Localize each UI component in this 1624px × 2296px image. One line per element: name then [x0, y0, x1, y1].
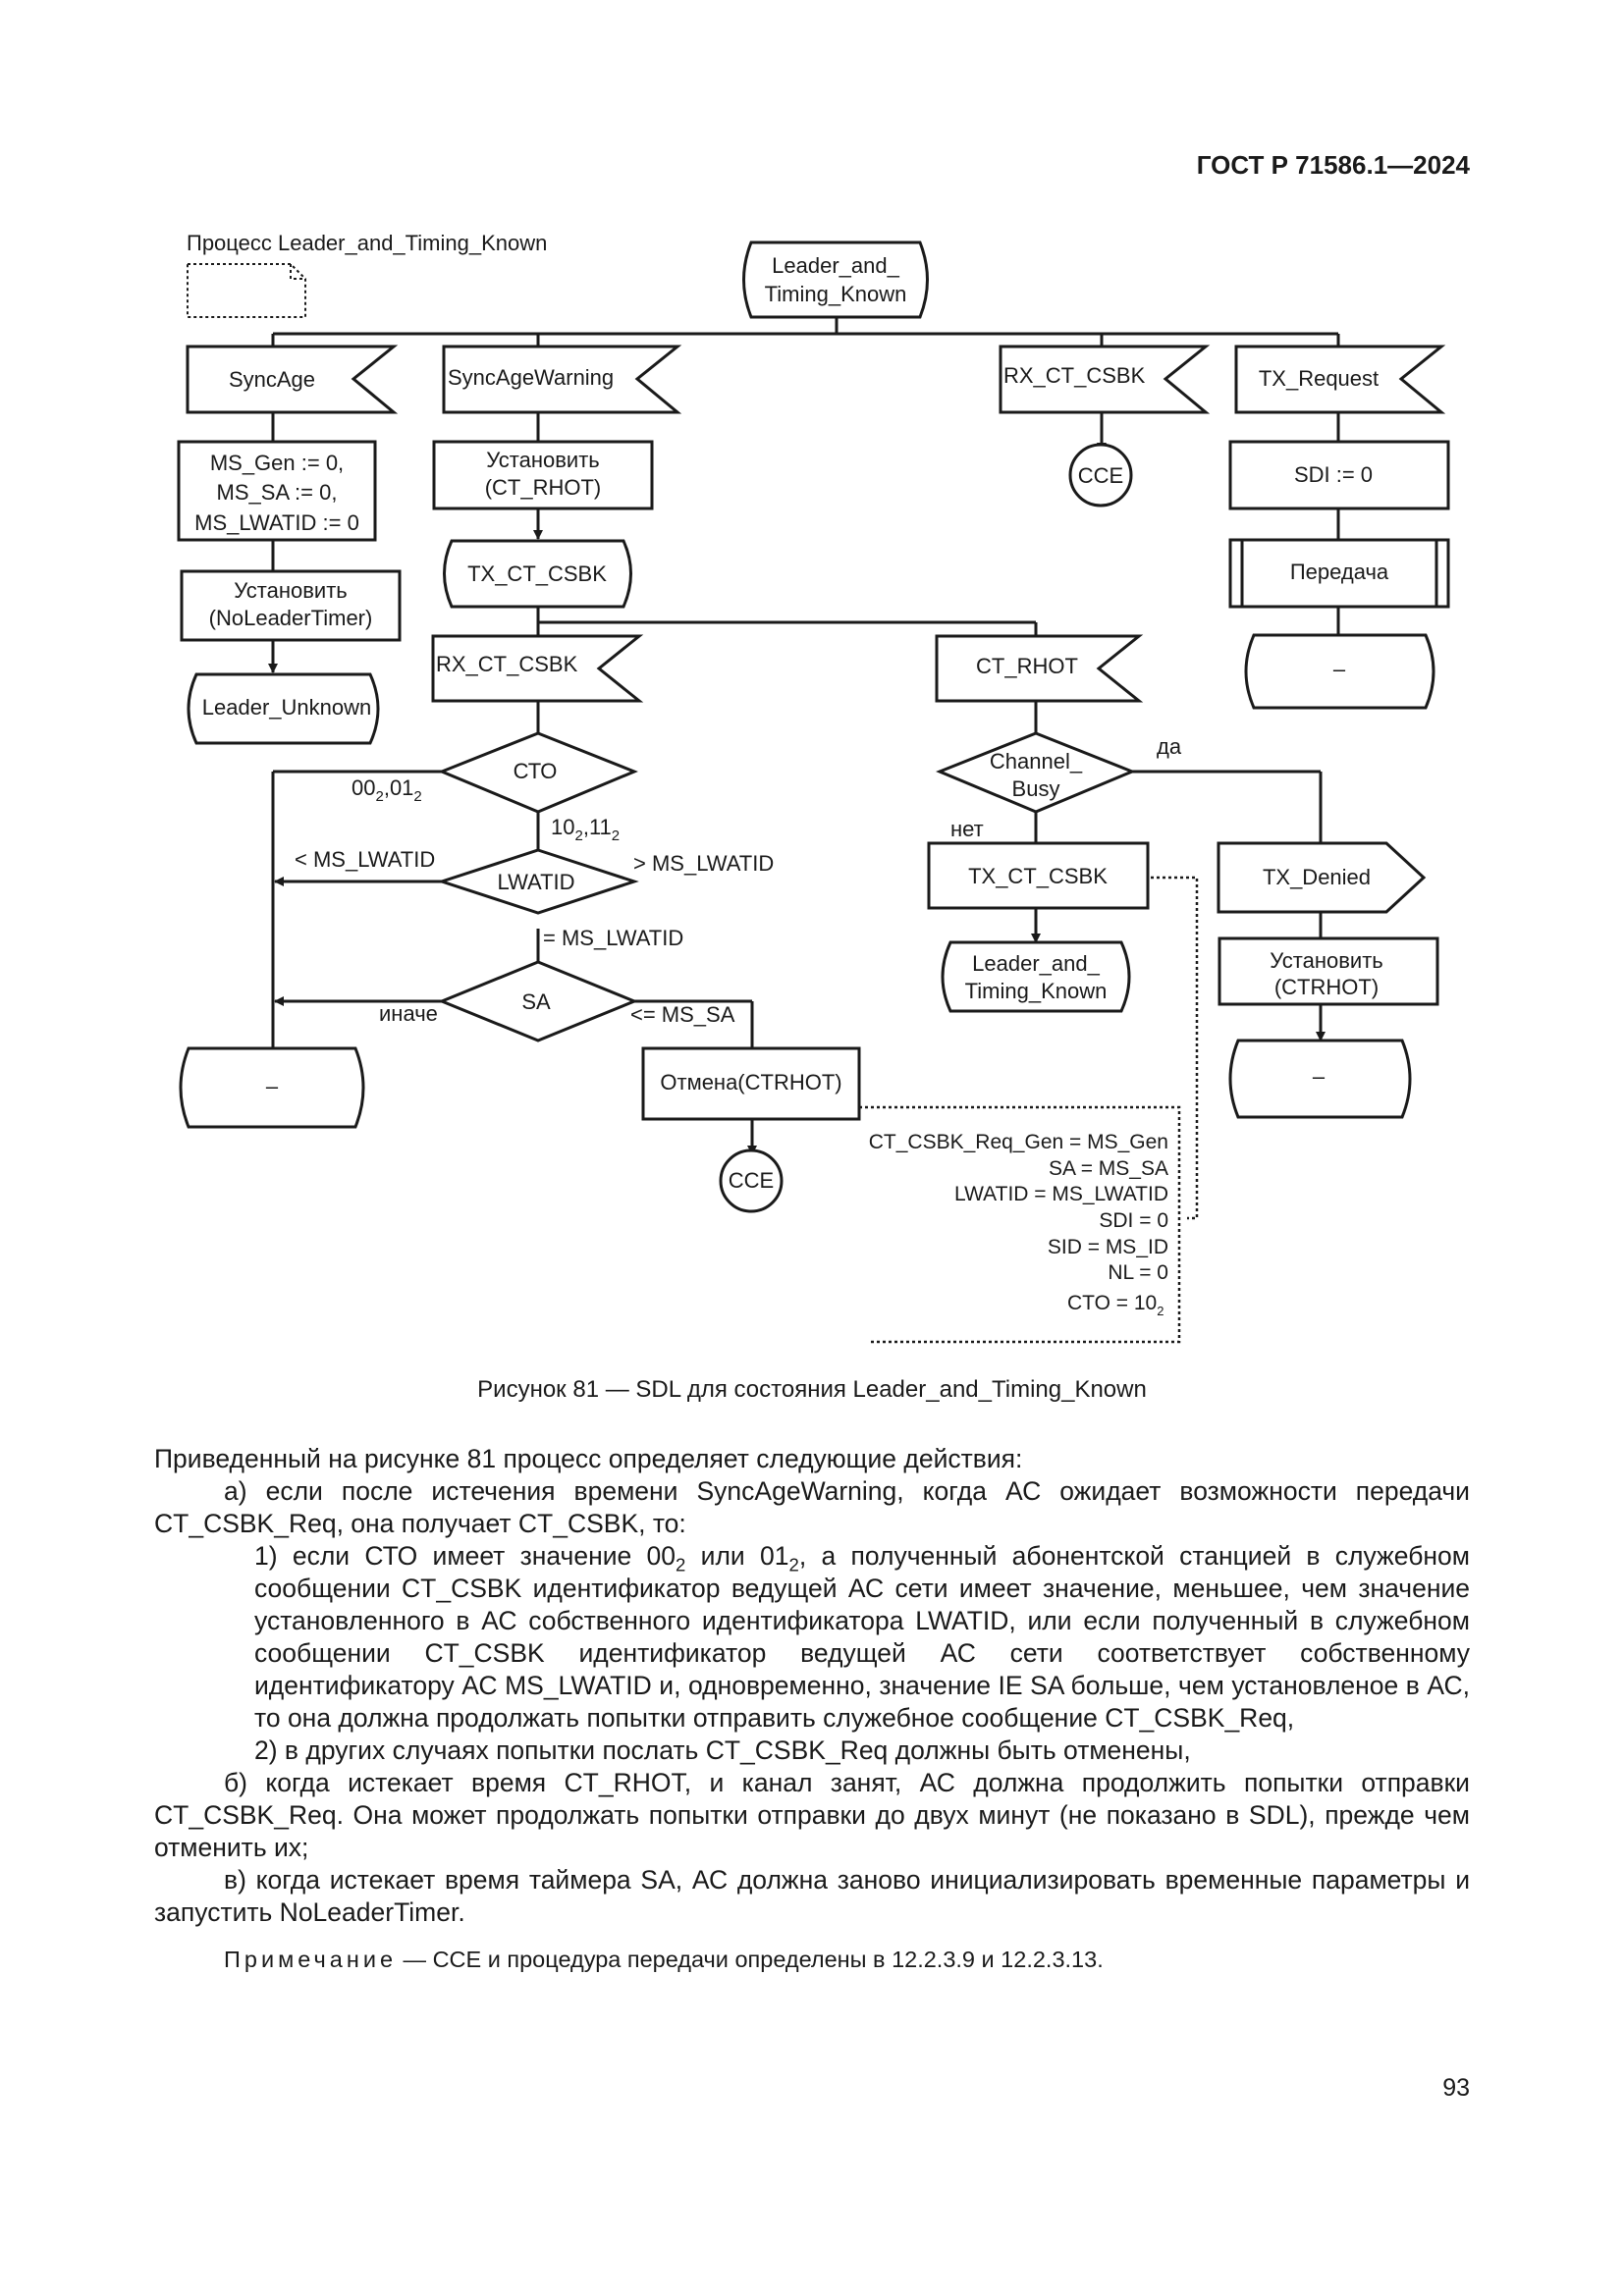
state-tx-ct-csbk: TX_CT_CSBK	[443, 539, 632, 609]
ltk-line2: Timing_Known	[965, 979, 1108, 1003]
decision-channel-busy: Channel_ Busy	[936, 731, 1136, 814]
ms-init-line1: MS_Gen := 0,	[210, 451, 344, 475]
task-set-no-leader-timer: Установить (NoLeaderTimer)	[180, 569, 402, 642]
ct-rhot-label: CT_RHOT	[976, 654, 1078, 678]
task-tx-ct-csbk: TX_CT_CSBK	[927, 841, 1150, 910]
param-lwatid: LWATID = MS_LWATID	[954, 1183, 1168, 1205]
dash-c-label: –	[1313, 1064, 1326, 1089]
branch-eq-ms-lwatid: = MS_LWATID	[543, 926, 683, 950]
paragraph-intro: Приведенный на рисунке 81 процесс опреде…	[154, 1444, 1023, 1473]
state-leader-and-timing-known: Leader_and_ Timing_Known	[941, 940, 1131, 1013]
param-cto: CTO = 102	[1067, 1292, 1164, 1318]
dash-b-label: –	[266, 1074, 279, 1098]
lwatid-label: LWATID	[497, 870, 574, 894]
parameter-list: CT_CSBK_Req_Gen = MS_Gen SA = MS_SA LWAT…	[869, 1131, 1168, 1318]
cce-bottom-label: CCE	[729, 1168, 774, 1193]
decision-lwatid: LWATID	[437, 848, 639, 915]
task-set-ct-rhot: Установить (CT_RHOT)	[432, 440, 654, 510]
branch-cto-00-01: 002,012	[352, 775, 422, 805]
param-nl: NL = 0	[1108, 1261, 1168, 1284]
start-state-leader-and-timing-known: Leader_and_ Timing_Known	[742, 240, 929, 319]
channel-busy-line1: Channel_	[990, 749, 1083, 774]
input-rx-ct-csbk-mid: RX_CT_CSBK	[431, 634, 644, 703]
sa-label: SA	[521, 989, 551, 1014]
branch-yes: да	[1157, 734, 1182, 759]
input-rx-ct-csbk-top: RX_CT_CSBK	[999, 345, 1211, 414]
paragraph-item-a: а) если после истечения времени SyncAgeW…	[154, 1475, 1470, 1540]
input-sync-age-warning: SyncAgeWarning	[442, 345, 682, 414]
rx-ct-csbk-top-label: RX_CT_CSBK	[1003, 363, 1146, 388]
input-tx-request: TX_Request	[1234, 345, 1446, 414]
branch-le-ms-sa: <= MS_SA	[630, 1002, 735, 1027]
note-text: — ССЕ и процедура передачи определены в …	[397, 1947, 1104, 1972]
state-dash-b: –	[179, 1046, 365, 1129]
sync-age-label: SyncAge	[229, 367, 315, 392]
state-leader-unknown: Leader_Unknown	[187, 672, 380, 745]
branch-lt-ms-lwatid: < MS_LWATID	[295, 847, 435, 872]
set-ct-rhot-line2: (CT_RHOT)	[485, 475, 602, 500]
paragraph-item-c: в) когда истекает время таймера SA, АС д…	[154, 1865, 1470, 1927]
leader-unknown-label: Leader_Unknown	[202, 695, 371, 720]
param-sdi: SDI = 0	[1099, 1209, 1168, 1232]
tx-ct-csbk-label: TX_CT_CSBK	[467, 561, 607, 586]
sync-age-warning-label: SyncAgeWarning	[448, 365, 614, 390]
task-sdi-init: SDI := 0	[1228, 440, 1450, 510]
cce-top-label: CCE	[1078, 463, 1123, 488]
cancel-ctrhot-label: Отмена(CTRHOT)	[660, 1070, 841, 1095]
channel-busy-line2: Busy	[1012, 776, 1060, 801]
process-icon	[187, 263, 306, 318]
tx-request-label: TX_Request	[1259, 366, 1379, 391]
note: Примечание — ССЕ и процедура передачи оп…	[224, 1947, 1104, 1973]
cto-label: СТО	[514, 759, 558, 783]
dash-a-label: –	[1333, 657, 1346, 681]
connector-cce-top: CCE	[1068, 443, 1133, 507]
task-set-ctrhot: Установить (CTRHOT)	[1218, 936, 1439, 1006]
decision-sa: SA	[438, 960, 638, 1042]
connector-cce-bottom: CCE	[719, 1148, 784, 1213]
ms-init-line3: MS_LWATID := 0	[194, 510, 359, 535]
start-state-line2: Timing_Known	[765, 282, 907, 306]
ltk-line1: Leader_and_	[972, 951, 1100, 976]
branch-cto-10-11: 102,112	[551, 815, 620, 844]
state-dash-a: –	[1244, 633, 1435, 710]
output-tx-denied: TX_Denied	[1217, 841, 1427, 914]
param-sa: SA = MS_SA	[1049, 1157, 1168, 1180]
tx-denied-label: TX_Denied	[1263, 865, 1371, 889]
param-sid: SID = MS_ID	[1048, 1236, 1168, 1258]
set-no-leader-line1: Установить	[234, 578, 347, 603]
branch-else: иначе	[379, 1001, 438, 1026]
branch-gt-ms-lwatid: > MS_LWATID	[633, 851, 774, 876]
note-label: Примечание	[224, 1947, 398, 1972]
item-a-text: а) если после истечения времени SyncAgeW…	[154, 1476, 1470, 1538]
transmit-label: Передача	[1290, 560, 1389, 584]
task-ms-init: MS_Gen := 0, MS_SA := 0, MS_LWATID := 0	[177, 440, 377, 542]
sdl-diagram: Процесс Leader_and_Timing_Known	[177, 231, 1450, 1344]
rx-ct-csbk-mid-label: RX_CT_CSBK	[436, 652, 578, 676]
set-ctrhot-line1: Установить	[1270, 948, 1382, 973]
set-no-leader-line2: (NoLeaderTimer)	[209, 606, 373, 630]
ms-init-line2: MS_SA := 0,	[217, 480, 338, 505]
start-state-line1: Leader_and_	[772, 253, 899, 278]
branch-no: нет	[950, 817, 984, 841]
decision-cto: СТО	[438, 731, 638, 814]
input-sync-age: SyncAge	[186, 345, 399, 414]
figure-caption: Рисунок 81 — SDL для состояния Leader_an…	[477, 1376, 1147, 1403]
document-header: ГОСТ Р 71586.1—2024	[1196, 150, 1470, 180]
task-cancel-ctrhot: Отмена(CTRHOT)	[641, 1046, 861, 1121]
paragraph-item-a1: 1) если СТО имеет значение 002 или 012, …	[254, 1541, 1470, 1733]
param-req-gen: CT_CSBK_Req_Gen = MS_Gen	[869, 1131, 1168, 1153]
paragraph-item-b: б) когда истекает время CT_RHOT, и канал…	[154, 1768, 1470, 1862]
task-transmit: Передача	[1228, 538, 1450, 609]
set-ctrhot-line2: (CTRHOT)	[1274, 975, 1379, 999]
paragraph-item-a2: 2) в других случаях попытки послать CT_C…	[254, 1735, 1191, 1765]
state-dash-c: –	[1228, 1039, 1412, 1119]
sdi-init-label: SDI := 0	[1294, 462, 1373, 487]
task-tx-ct-csbk-label: TX_CT_CSBK	[968, 864, 1108, 888]
input-ct-rhot: CT_RHOT	[935, 634, 1144, 703]
page-number: 93	[1442, 2074, 1470, 2102]
set-ct-rhot-line1: Установить	[486, 448, 599, 472]
process-label: Процесс Leader_and_Timing_Known	[187, 231, 547, 255]
